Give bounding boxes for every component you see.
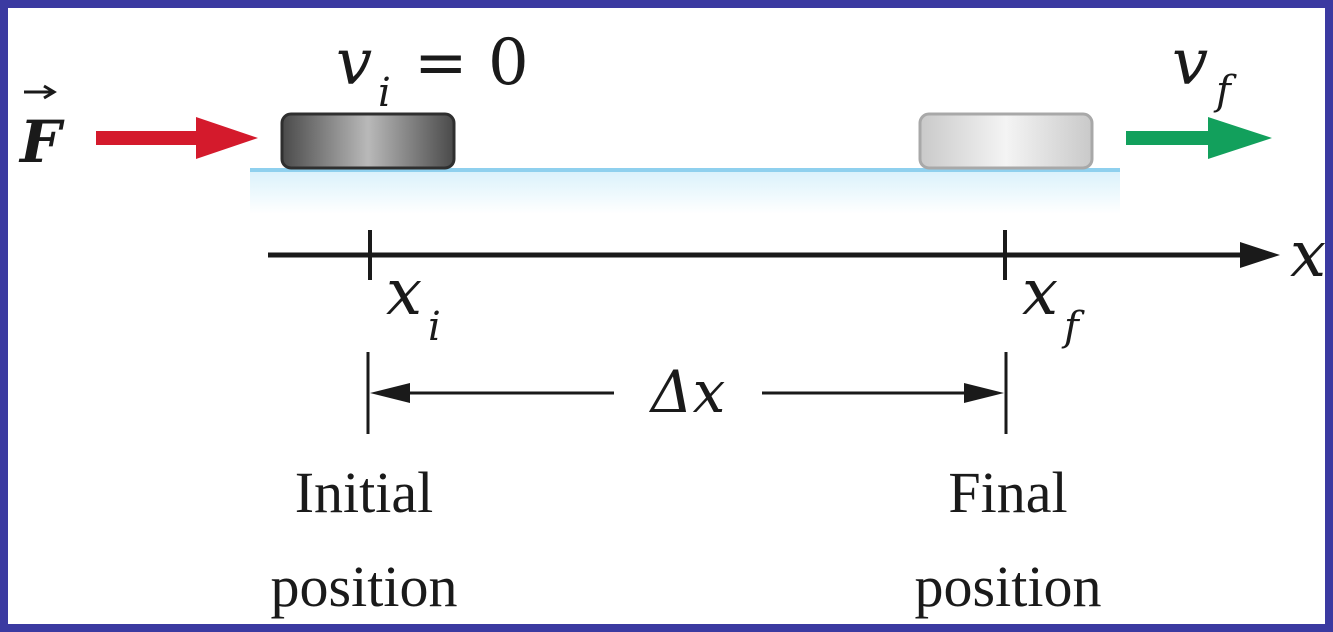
final-block xyxy=(918,112,1094,170)
svg-text:i: i xyxy=(378,70,391,116)
displacement-label: Δx xyxy=(649,358,726,426)
svg-text:x: x xyxy=(386,256,422,330)
initial-caption-line2: position xyxy=(271,554,458,619)
initial-caption-line1: Initial xyxy=(295,460,434,525)
initial-position-symbol: x i xyxy=(386,256,441,350)
svg-text:f: f xyxy=(1061,304,1085,350)
velocity-arrow-icon xyxy=(1126,117,1272,159)
svg-text:= 0: = 0 xyxy=(414,26,529,100)
displacement-dimension xyxy=(366,352,1008,434)
right-arrowhead-icon xyxy=(964,383,1004,403)
force-arrow-icon xyxy=(96,117,258,159)
final-velocity-label: v f xyxy=(1172,26,1237,114)
svg-text:f: f xyxy=(1213,68,1237,114)
svg-text:x: x xyxy=(1022,256,1058,330)
svg-text:v: v xyxy=(1172,26,1208,100)
left-arrowhead-icon xyxy=(370,383,410,403)
final-position-symbol: x f xyxy=(1022,256,1085,350)
force-label: F xyxy=(18,84,65,176)
x-axis xyxy=(268,230,1280,280)
axis-label: x xyxy=(1290,218,1325,292)
final-caption-line1: Final xyxy=(948,460,1067,525)
surface-shading xyxy=(250,170,1120,214)
svg-text:v: v xyxy=(336,26,372,100)
work-displacement-diagram: F v i = 0 v f x x i x f xyxy=(18,26,1325,619)
initial-velocity-label: v i = 0 xyxy=(336,26,529,116)
svg-text:i: i xyxy=(428,304,441,350)
final-caption-line2: position xyxy=(915,554,1102,619)
initial-block xyxy=(280,112,456,170)
svg-text:F: F xyxy=(18,108,65,176)
axis-arrowhead-icon xyxy=(1240,242,1280,268)
